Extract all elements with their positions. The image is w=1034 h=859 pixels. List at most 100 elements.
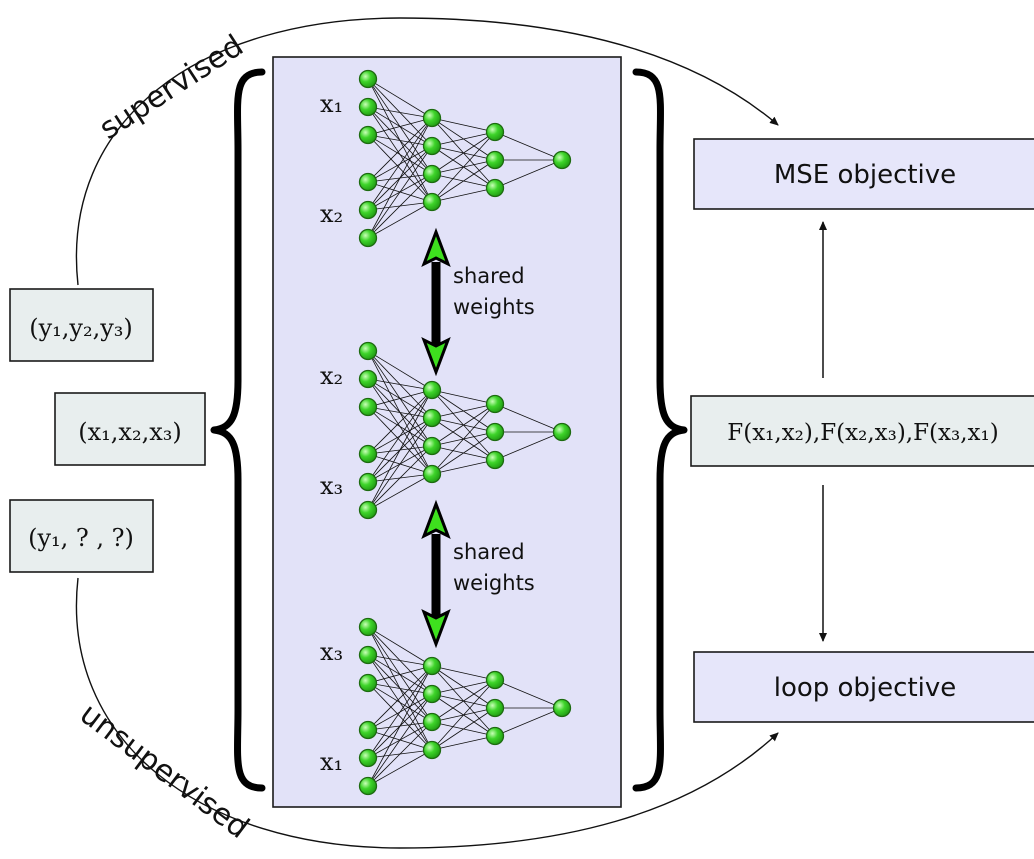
network-edge	[431, 679, 496, 751]
network-edge	[431, 131, 496, 175]
network-edge	[367, 389, 433, 511]
hidden-neuron	[422, 436, 442, 456]
mse-objective-text: MSE objective	[774, 160, 956, 190]
network-edge	[494, 159, 563, 189]
shared-arrow-2-bottom-tip	[421, 608, 451, 649]
network-edge	[431, 459, 496, 475]
shared-arrow-2-top-tip	[421, 499, 451, 540]
labels-full-text: (y₁,y₂,y₃)	[29, 314, 133, 342]
network-edge	[367, 389, 433, 455]
network-edge	[431, 389, 496, 405]
shared-arrow-1-bottom-tip	[421, 336, 451, 377]
network-edge	[367, 106, 433, 119]
network-edge	[431, 159, 496, 203]
left-brace	[210, 68, 266, 792]
network-edge	[367, 682, 433, 751]
shared-weights-arrow-1: shared weights	[421, 227, 535, 377]
network-edge	[367, 693, 433, 787]
input-neuron	[358, 200, 378, 220]
unsupervised-arc	[75, 577, 779, 849]
predictions-text: F(x₁,x₂),F(x₂,x₃),F(x₃,x₁)	[727, 420, 998, 446]
network-edge	[367, 134, 433, 175]
network-edge	[367, 665, 433, 731]
network-edge	[367, 117, 433, 211]
network-2-labels: x₂ x₃	[320, 362, 343, 500]
input-neuron	[358, 397, 378, 417]
hidden-neuron	[485, 394, 505, 414]
input-neuron	[358, 645, 378, 665]
network-edge	[367, 665, 433, 759]
samples-box: (x₁,x₂,x₃)	[54, 392, 206, 466]
supervised-label: supervised	[93, 28, 249, 147]
network-edge	[367, 406, 433, 447]
network-edge	[367, 78, 433, 119]
network-3-labels: x₃ x₁	[320, 638, 343, 776]
input-neuron	[358, 673, 378, 693]
network-edge	[367, 389, 433, 408]
network-edge	[367, 406, 433, 419]
network-edge	[367, 117, 433, 183]
output-neuron	[552, 422, 572, 442]
network-2-top-input: x₂	[320, 362, 343, 390]
hidden-neuron	[422, 136, 442, 156]
network-edge	[367, 406, 433, 475]
hidden-neuron	[422, 164, 442, 184]
hidden-neuron	[422, 408, 442, 428]
network-edge	[431, 131, 496, 147]
input-neuron	[358, 776, 378, 796]
network-edge	[431, 117, 496, 133]
labels-partial-text: (y₁, ? , ?)	[28, 524, 134, 552]
network-edge	[367, 134, 433, 147]
network-1-labels: x₁ x₂	[320, 90, 343, 228]
hidden-neuron	[485, 698, 505, 718]
hidden-neuron	[422, 712, 442, 732]
network-edge	[367, 665, 433, 787]
loop-objective-text: loop objective	[774, 673, 957, 703]
unsupervised-label: unsupervised	[73, 696, 255, 845]
network-edge	[431, 431, 496, 475]
network-edge	[431, 735, 496, 751]
input-neuron	[358, 720, 378, 740]
network-edge	[494, 403, 563, 433]
loop-objective-box: loop objective	[693, 651, 1034, 723]
labels-full-box: (y₁,y₂,y₃)	[9, 288, 154, 362]
network-edge	[367, 682, 433, 695]
input-neuron	[358, 748, 378, 768]
network-edge	[367, 721, 433, 787]
network-3-bottom-input: x₁	[320, 748, 343, 776]
input-neuron	[358, 369, 378, 389]
network-edge	[494, 679, 563, 709]
hidden-neuron	[422, 192, 442, 212]
shared-weights-2-line2: weights	[453, 571, 535, 595]
network-edge	[367, 173, 433, 239]
hidden-neuron	[422, 380, 442, 400]
network-edge	[367, 201, 433, 239]
network-edge	[367, 117, 433, 136]
network-edge	[367, 654, 433, 667]
network-edge	[431, 403, 496, 419]
input-neuron	[358, 500, 378, 520]
network-edge	[431, 403, 496, 475]
hidden-neuron	[485, 150, 505, 170]
right-brace	[632, 68, 688, 792]
network-1	[358, 69, 572, 248]
input-neuron	[358, 69, 378, 89]
input-neuron	[358, 472, 378, 492]
mse-objective-box: MSE objective	[693, 138, 1034, 210]
network-edge	[494, 431, 563, 461]
network-edge	[431, 131, 496, 203]
input-neuron	[358, 172, 378, 192]
hidden-neuron	[485, 178, 505, 198]
network-edge	[367, 445, 433, 511]
shared-weights-1-line2: weights	[453, 295, 535, 319]
shared-arrow-1-top-tip	[421, 227, 451, 268]
network-edge	[431, 707, 496, 751]
network-2-bottom-input: x₃	[320, 472, 343, 500]
network-edge	[367, 389, 433, 483]
network-edge	[367, 350, 433, 391]
input-neuron	[358, 444, 378, 464]
network-edge	[367, 145, 433, 239]
samples-text: (x₁,x₂,x₃)	[78, 418, 181, 446]
network-1-bottom-input: x₂	[320, 200, 343, 228]
